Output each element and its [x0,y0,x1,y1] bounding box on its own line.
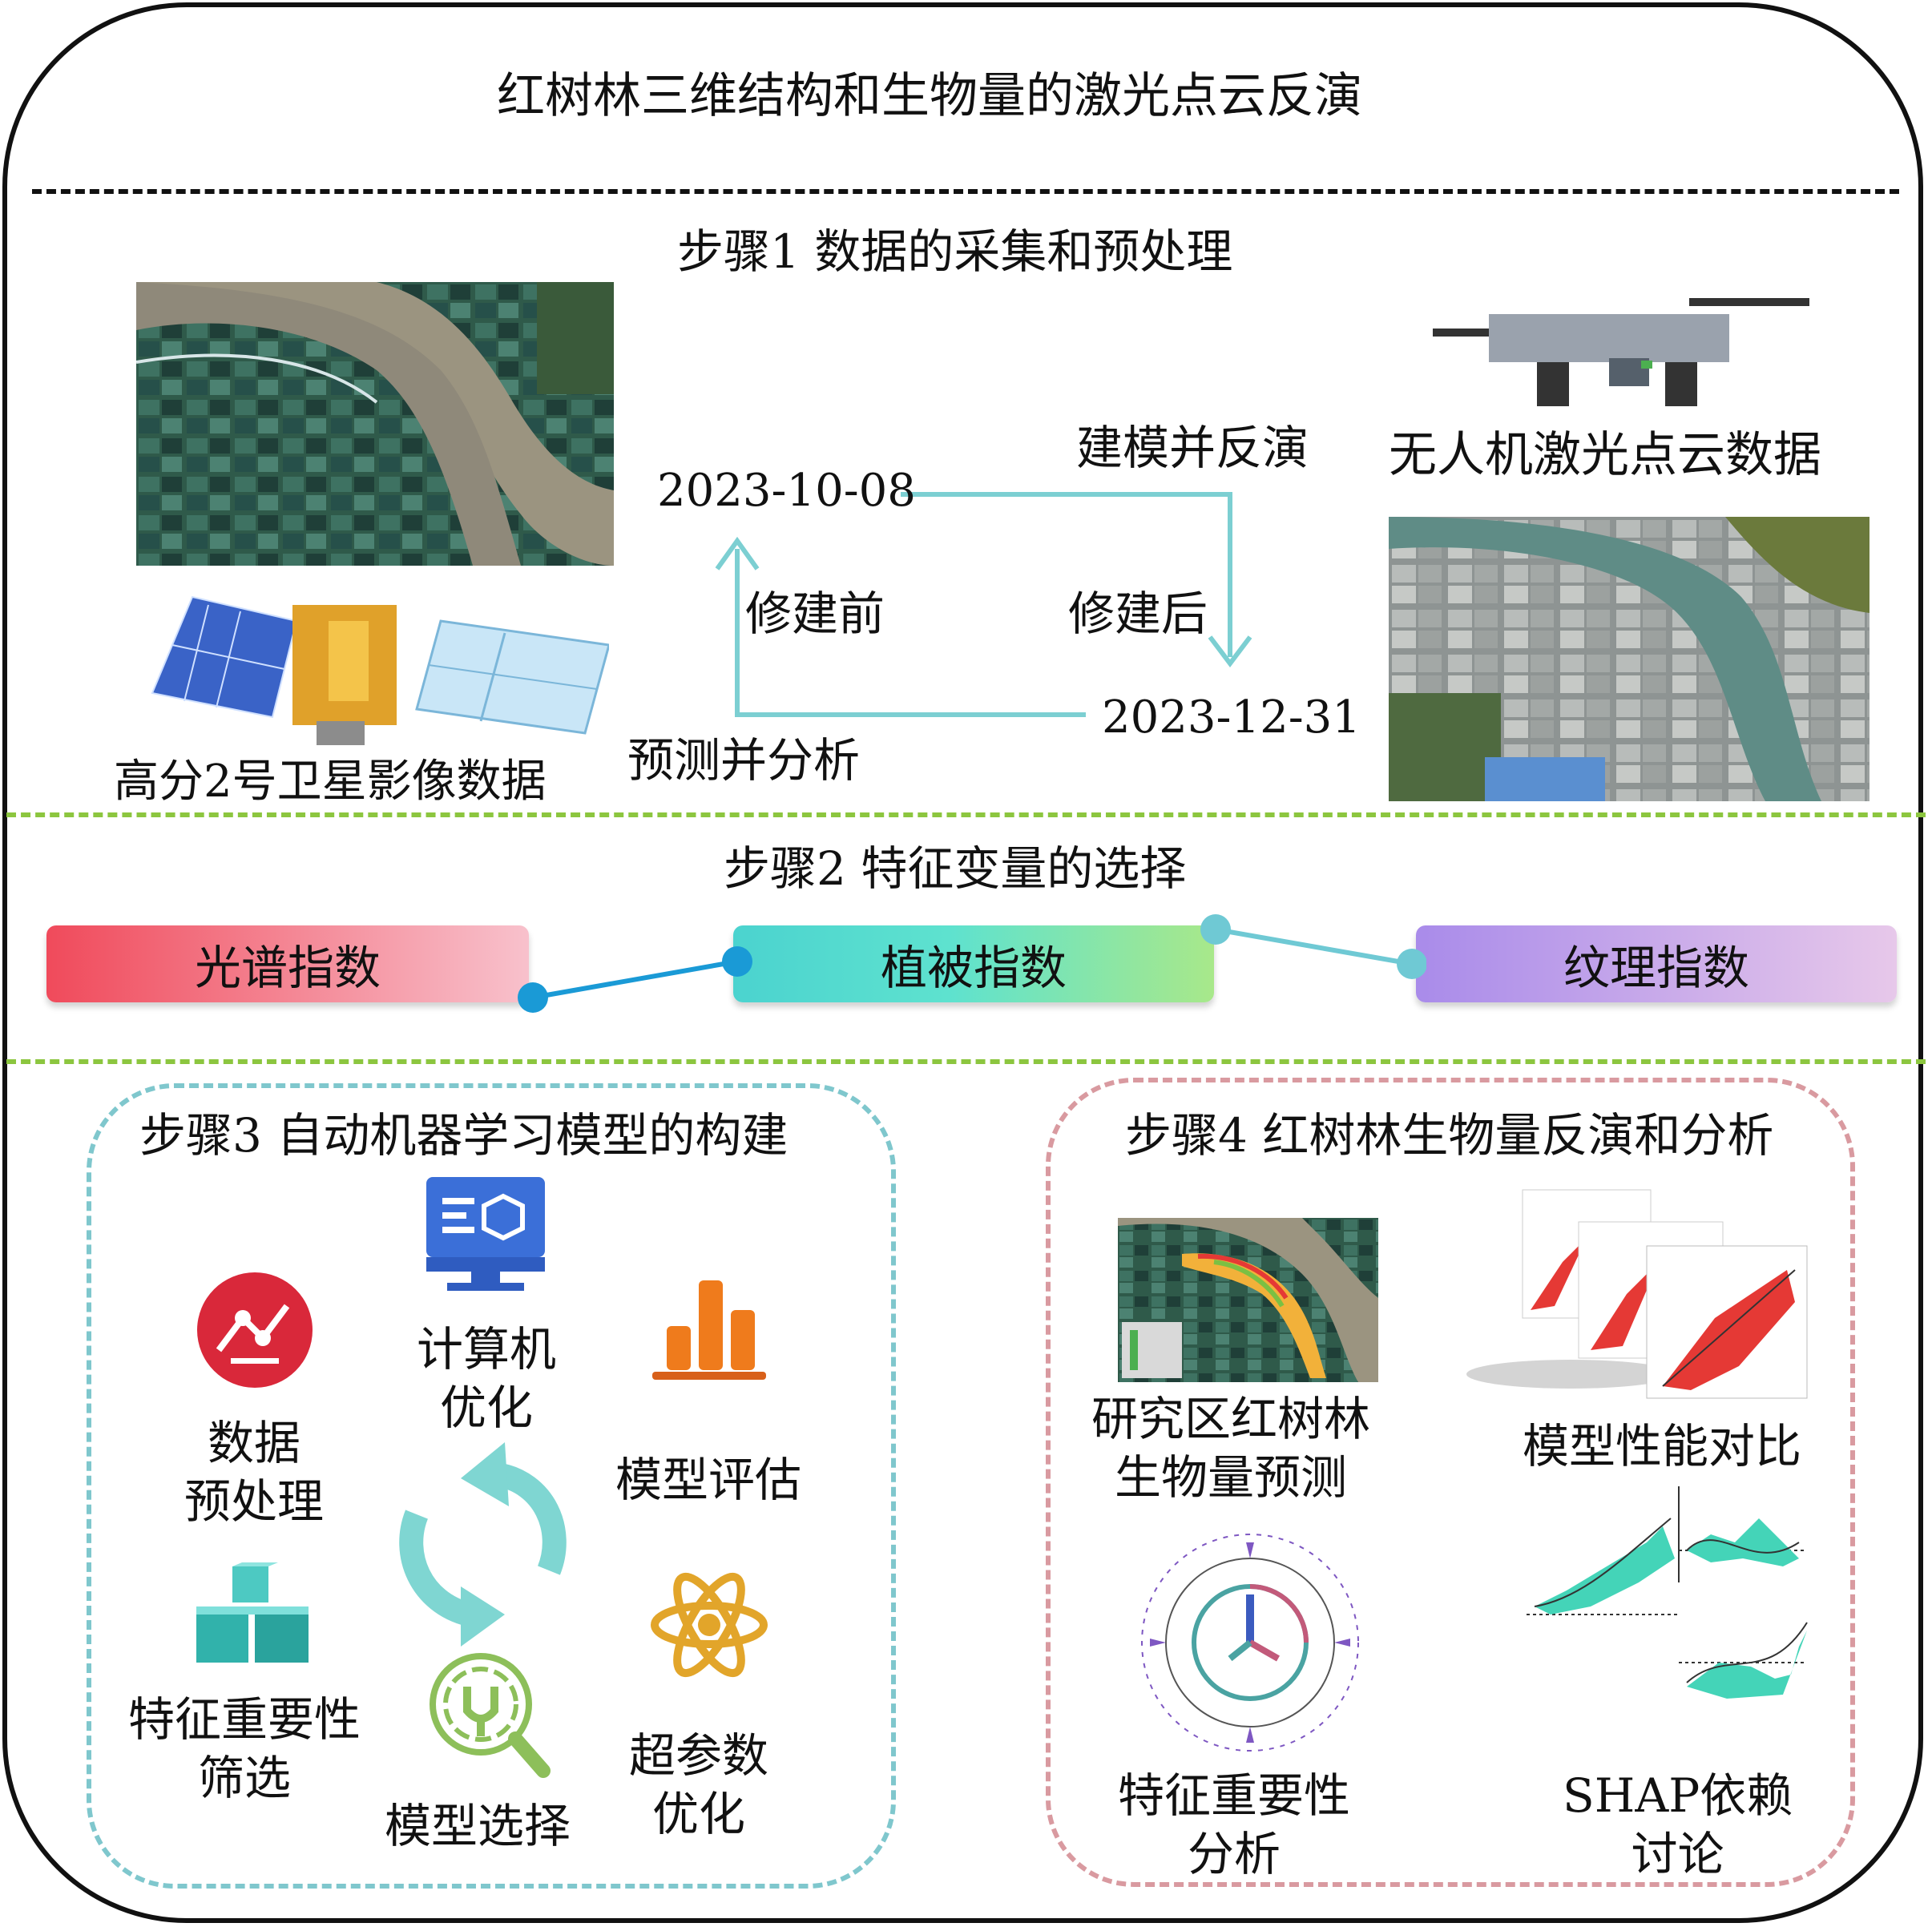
step1-divider [6,812,1926,817]
bar-chart-icon [652,1280,766,1380]
atom-icon [651,1572,768,1678]
model-comparison-plots [1466,1189,1808,1399]
cycle-arrows-icon [399,1442,567,1647]
step2-divider [6,1059,1926,1064]
page-title: 红树林三维结构和生物量的激光点云反演 [497,68,1362,124]
data-preprocessing-icon [197,1272,313,1388]
satellite-icon [136,589,611,757]
after-construction-label: 修建后 [1068,587,1208,641]
biomass-map-image [1118,1218,1378,1382]
wrench-search-icon [430,1653,551,1778]
drone-data-label: 无人机激光点云数据 [1389,427,1821,483]
model-evaluation-label: 模型评估 [615,1453,802,1507]
compute-optimization-label: 计算机 优化 [417,1322,557,1435]
satellite-data-label: 高分2号卫星影像数据 [114,756,547,808]
shap-dependence-label: SHAP依赖 讨论 [1563,1768,1793,1881]
step4-panel [1046,1078,1855,1887]
spectral-index-pill: 光谱指数 [46,925,529,1002]
computer-icon [426,1177,545,1291]
drone-icon [1425,290,1817,410]
before-construction-label: 修建前 [745,587,885,641]
texture-index-pill: 纹理指数 [1416,925,1897,1002]
title-divider [32,189,1899,194]
biomass-prediction-label: 研究区红树林 生物量预测 [1091,1392,1371,1505]
feature-importance-radial-plot [1141,1534,1359,1752]
predict-analyze-label: 预测并分析 [627,733,861,788]
step1-heading: 步骤1 数据的采集和预处理 [677,224,1233,279]
hyperparameter-label: 超参数 优化 [629,1728,769,1841]
drone-image-after [1389,517,1869,801]
satellite-image-before [136,282,614,566]
model-inversion-label: 建模并反演 [1076,421,1309,475]
feature-screening-label: 特征重要性 筛选 [128,1692,361,1805]
data-preprocessing-label: 数据 预处理 [184,1416,325,1529]
feature-importance-label: 特征重要性 分析 [1118,1768,1351,1881]
model-selection-label: 模型选择 [385,1799,571,1853]
model-comparison-label: 模型性能对比 [1523,1419,1802,1473]
date-before: 2023-10-08 [657,465,916,517]
index-connectors [518,914,1426,1013]
vegetation-index-pill: 植被指数 [733,925,1214,1002]
date-after: 2023-12-31 [1102,691,1361,744]
step3-panel [87,1083,896,1889]
step2-heading: 步骤2 特征变量的选择 [724,841,1187,896]
shap-dependence-plots [1527,1486,1808,1699]
step4-heading: 步骤4 红树林生物量反演和分析 [1120,1112,1779,1159]
timeline-arrows [715,492,1252,717]
cubes-icon [196,1562,309,1663]
step3-heading: 步骤3 自动机器学习模型的构建 [135,1112,793,1159]
